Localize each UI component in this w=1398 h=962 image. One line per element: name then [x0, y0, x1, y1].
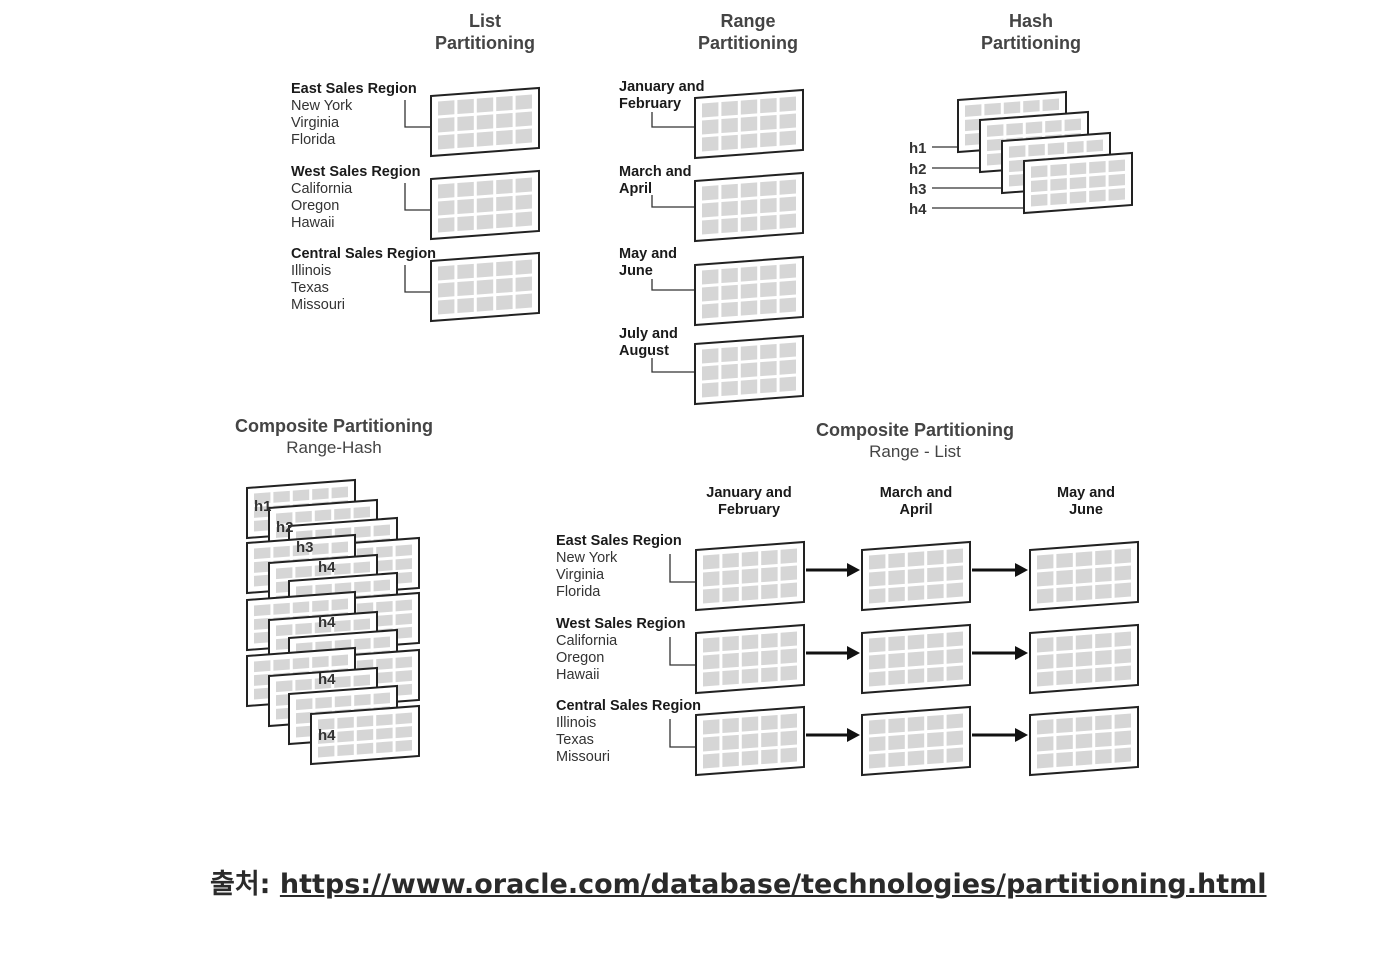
- connector-line: [651, 358, 695, 373]
- arrow-head-icon: [1015, 563, 1028, 577]
- range-list-partition-table: [1029, 623, 1139, 695]
- range-partitioning-title-line2: Partitioning: [698, 33, 798, 53]
- composite-group-item: Illinois: [556, 715, 596, 731]
- list-group-item: Florida: [291, 132, 336, 148]
- range-list-partition-table: [695, 705, 805, 777]
- range-list-partition-table: [1029, 540, 1139, 612]
- range-partitioning-title-line1: Range: [720, 11, 775, 31]
- connector-line: [669, 719, 696, 748]
- arrow-head-icon: [1015, 728, 1028, 742]
- list-group-item: Virginia: [291, 115, 340, 131]
- connector-line: [651, 195, 695, 208]
- range-group-label: February: [619, 96, 681, 112]
- source-citation: 출처: https://www.oracle.com/database/tech…: [210, 862, 1267, 901]
- list-group-label-east: East Sales Region: [291, 81, 417, 97]
- list-group-item: Illinois: [291, 263, 331, 279]
- composite-group-item: Texas: [556, 732, 594, 748]
- composite-range-hash-subtitle: Range-Hash: [286, 438, 381, 457]
- list-group-item: Missouri: [291, 297, 345, 313]
- list-group-label-central: Central Sales Region: [291, 246, 436, 262]
- composite-column-label: March and: [880, 485, 953, 501]
- range-group-label: January and: [619, 79, 704, 95]
- composite-group-item: Virginia: [556, 567, 605, 583]
- connector-line: [669, 637, 696, 666]
- range-partition-table: [694, 334, 804, 406]
- composite-column-label: May and: [1057, 485, 1115, 501]
- range-hash-label-h3: h3: [296, 539, 314, 556]
- composite-group-label-west: West Sales Region: [556, 616, 685, 632]
- source-url-link[interactable]: https://www.oracle.com/database/technolo…: [279, 869, 1267, 900]
- list-group-item: Texas: [291, 280, 329, 296]
- hash-label-h3: h3: [909, 181, 927, 198]
- range-hash-label-h4: h4: [318, 559, 336, 576]
- list-partitioning-title-line1: List: [469, 11, 501, 31]
- range-partition-table: [694, 255, 804, 327]
- range-list-partition-table: [861, 540, 971, 612]
- range-list-partition-table: [695, 623, 805, 695]
- composite-group-label-east: East Sales Region: [556, 533, 682, 549]
- arrow-head-icon: [847, 563, 860, 577]
- composite-column-label: June: [1069, 502, 1103, 518]
- composite-column-label: January and: [706, 485, 791, 501]
- composite-range-list-subtitle: Range - List: [869, 442, 961, 461]
- range-group-label: May and: [619, 246, 677, 262]
- connector-line: [651, 279, 695, 291]
- range-hash-label-h4: h4: [318, 671, 336, 688]
- range-list-partition-table: [1029, 705, 1139, 777]
- connector-line: [669, 554, 696, 583]
- list-group-item: Oregon: [291, 198, 339, 214]
- connector-line: [651, 112, 695, 128]
- composite-group-item: New York: [556, 550, 618, 566]
- connector-line: [404, 265, 431, 293]
- range-group-label: August: [619, 343, 669, 359]
- range-list-partition-table: [861, 705, 971, 777]
- arrow-head-icon: [847, 646, 860, 660]
- hash-partitioning-title-line1: Hash: [1009, 11, 1053, 31]
- range-partition-table: [694, 88, 804, 160]
- range-list-partition-table: [695, 540, 805, 612]
- range-hash-label-h1: h1: [254, 498, 272, 515]
- composite-group-item: Oregon: [556, 650, 604, 666]
- hash-partition-table: [1023, 151, 1133, 215]
- composite-group-item: Hawaii: [556, 667, 600, 683]
- composite-column-label: April: [899, 502, 932, 518]
- source-prefix: 출처:: [210, 869, 271, 900]
- composite-range-list-title: Composite Partitioning: [816, 420, 1014, 440]
- hash-label-h2: h2: [909, 161, 927, 178]
- list-group-item: New York: [291, 98, 353, 114]
- range-group-label: April: [619, 181, 652, 197]
- arrow-head-icon: [1015, 646, 1028, 660]
- list-group-item: California: [291, 181, 353, 197]
- composite-group-label-central: Central Sales Region: [556, 698, 701, 714]
- range-group-label: March and: [619, 164, 692, 180]
- hash-label-h4: h4: [909, 201, 927, 218]
- composite-group-item: Florida: [556, 584, 601, 600]
- list-group-label-west: West Sales Region: [291, 164, 420, 180]
- hash-label-h1: h1: [909, 140, 927, 157]
- composite-group-item: Missouri: [556, 749, 610, 765]
- list-partitioning-title-line2: Partitioning: [435, 33, 535, 53]
- list-partition-table: [430, 251, 540, 323]
- composite-range-hash-title: Composite Partitioning: [235, 416, 433, 436]
- range-hash-label-h2: h2: [276, 519, 294, 536]
- list-partition-table: [430, 169, 540, 241]
- composite-group-item: California: [556, 633, 618, 649]
- range-hash-partition-table: [310, 704, 420, 766]
- arrow-head-icon: [847, 728, 860, 742]
- range-group-label: June: [619, 263, 653, 279]
- composite-column-label: February: [718, 502, 780, 518]
- connector-line: [404, 100, 431, 128]
- range-partition-table: [694, 171, 804, 243]
- list-partition-table: [430, 86, 540, 158]
- range-hash-label-h4: h4: [318, 614, 336, 631]
- connector-line: [404, 183, 431, 211]
- range-group-label: July and: [619, 326, 678, 342]
- range-hash-label-h4: h4: [318, 727, 336, 744]
- hash-partitioning-title-line2: Partitioning: [981, 33, 1081, 53]
- range-list-partition-table: [861, 623, 971, 695]
- list-group-item: Hawaii: [291, 215, 335, 231]
